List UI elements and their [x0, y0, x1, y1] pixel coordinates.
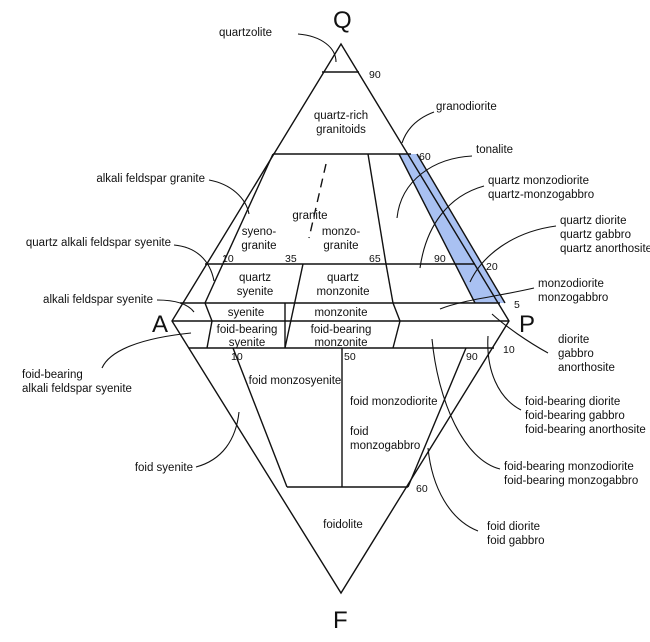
callout-alkali-feldspar-granite: alkali feldspar granite: [96, 173, 205, 185]
callout-foid-syenite: foid syenite: [135, 462, 193, 474]
num-q90: 90: [369, 69, 381, 81]
leader-alkali-feldspar-syenite: [156, 299, 195, 313]
callout-foid-bearing-monzodiorite-2: foid-bearing monzogabbro: [504, 475, 638, 487]
leader-foid-bearing-diorite: [487, 335, 522, 411]
callout-quartzolite: quartzolite: [219, 27, 272, 39]
num-f50: 50: [344, 351, 356, 363]
leader-tonalite: [396, 155, 473, 219]
callout-granodiorite: granodiorite: [436, 101, 497, 113]
num-f10-left: 10: [231, 351, 243, 363]
apex-q: Q: [333, 7, 352, 34]
callout-foid-bearing-monzodiorite-1: foid-bearing monzodiorite: [504, 461, 634, 473]
field-syenogranite-1: syeno-: [242, 226, 277, 238]
apex-a: A: [152, 311, 168, 338]
tonalite-boundary: [416, 153, 506, 304]
callout-diorite-3: anorthosite: [558, 362, 615, 374]
leader-quartz-monzodiorite: [419, 185, 485, 269]
field-monzogranite-2: granite: [323, 240, 358, 252]
left-band-tick-upper: [204, 302, 213, 322]
field-quartz-monzonite-2: monzonite: [316, 286, 369, 298]
leader-granodiorite: [401, 111, 435, 144]
apex-f: F: [333, 607, 348, 634]
p35-line: [284, 263, 304, 349]
p65-line-lower: [385, 263, 394, 304]
field-foid-bearing-monzonite-1: foid-bearing: [311, 324, 372, 336]
f-p10-line: [232, 347, 288, 488]
callout-diorite-1: diorite: [558, 334, 589, 346]
callout-monzodiorite-1: monzodiorite: [538, 278, 604, 290]
num-q5: 5: [514, 299, 520, 311]
field-foid-bearing-syenite-1: foid-bearing: [217, 324, 278, 336]
field-foid-monzogabbro-1: foid: [350, 426, 369, 438]
apex-p: P: [519, 311, 535, 338]
callout-quartz-monzodiorite-2: quartz-monzogabbro: [488, 189, 594, 201]
leader-monzodiorite: [439, 287, 535, 310]
field-granite: granite: [292, 210, 327, 222]
num-f10-right: 10: [503, 344, 515, 356]
field-quartz-rich-2: granitoids: [316, 124, 366, 136]
callout-quartz-diorite-3: quartz anorthosite: [560, 243, 650, 255]
monzonite-band-divider-lower: [392, 320, 401, 349]
callout-foid-bearing-alkali-feldspar-syenite-1: foid-bearing: [22, 369, 83, 381]
p65-line: [367, 153, 387, 265]
field-syenogranite-2: granite: [241, 240, 276, 252]
callout-foid-diorite-2: foid gabbro: [487, 535, 545, 547]
field-quartz-syenite-1: quartz: [239, 272, 271, 284]
num-f90: 90: [466, 351, 478, 363]
p90-line: [398, 153, 476, 304]
callout-quartz-diorite-1: quartz diorite: [560, 215, 626, 227]
leader-quartz-diorite: [469, 225, 557, 283]
granite-dashed-line: [308, 163, 327, 239]
field-foid-monzodiorite: foid monzodiorite: [350, 396, 438, 408]
num-p65: 65: [369, 253, 381, 265]
monzonite-band-divider: [392, 302, 401, 322]
leader-foid-syenite: [195, 411, 240, 468]
field-foid-monzogabbro-2: monzogabbro: [350, 440, 420, 452]
callout-tonalite: tonalite: [476, 144, 513, 156]
left-band-tick-lower: [206, 320, 213, 349]
callout-monzodiorite-2: monzogabbro: [538, 292, 608, 304]
field-quartz-rich-1: quartz-rich: [314, 110, 368, 122]
field-syenite: syenite: [228, 307, 264, 319]
callout-foid-bearing-diorite-1: foid-bearing diorite: [525, 396, 620, 408]
callout-foid-bearing-diorite-3: foid-bearing anorthosite: [525, 424, 646, 436]
callout-quartz-monzodiorite-1: quartz monzodiorite: [488, 175, 589, 187]
leader-foid-bearing-alkali-feldspar-syenite: [101, 332, 192, 369]
leader-diorite: [491, 313, 549, 354]
qapf-outline: [171, 42, 510, 595]
field-monzonite: monzonite: [314, 307, 367, 319]
leader-alkali-feldspar-granite: [208, 179, 250, 215]
leader-quartzolite: [297, 33, 337, 63]
leader-foid-diorite: [427, 447, 479, 532]
field-monzogranite-1: monzo-: [322, 226, 361, 238]
callout-quartz-alkali-feldspar-syenite: quartz alkali feldspar syenite: [26, 237, 171, 249]
f-p90-line: [407, 347, 467, 488]
field-foid-monzosyenite: foid monzosyenite: [249, 375, 342, 387]
num-f60: 60: [416, 483, 428, 495]
num-p35: 35: [285, 253, 297, 265]
num-q20: 20: [486, 261, 498, 273]
leader-foid-bearing-monzodiorite: [431, 338, 501, 470]
field-foidolite: foidolite: [323, 519, 363, 531]
field-foid-bearing-syenite-2: syenite: [229, 337, 265, 349]
field-foid-bearing-monzonite-2: monzonite: [314, 337, 367, 349]
callout-alkali-feldspar-syenite: alkali feldspar syenite: [43, 294, 153, 306]
p10-line: [204, 153, 274, 304]
field-quartz-monzonite-1: quartz: [327, 272, 359, 284]
callout-diorite-2: gabbro: [558, 348, 594, 360]
leader-quartz-alkali-feldspar-syenite: [173, 244, 215, 282]
callout-foid-diorite-1: foid diorite: [487, 521, 540, 533]
callout-quartz-diorite-2: quartz gabbro: [560, 229, 631, 241]
num-p10: 10: [222, 253, 234, 265]
tonalite-field-highlight: [399, 154, 505, 303]
num-q60: 60: [419, 151, 431, 163]
field-quartz-syenite-2: syenite: [237, 286, 273, 298]
callout-foid-bearing-diorite-2: foid-bearing gabbro: [525, 410, 625, 422]
num-p90: 90: [434, 253, 446, 265]
callout-foid-bearing-alkali-feldspar-syenite-2: alkali feldspar syenite: [22, 383, 132, 395]
